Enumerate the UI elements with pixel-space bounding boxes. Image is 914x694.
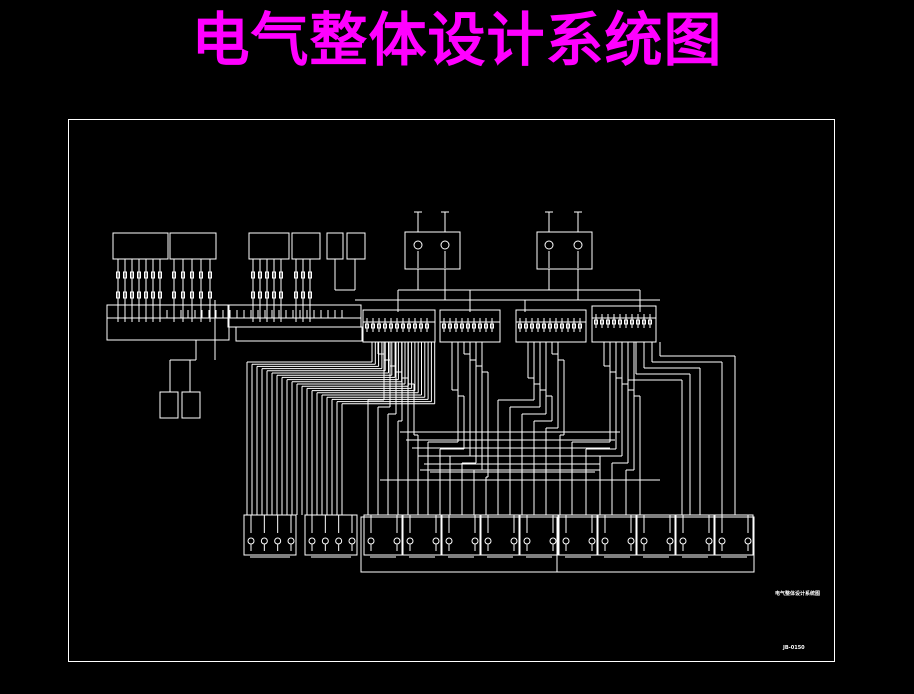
title-block-name: 电气整体设计系统图 [775, 591, 821, 597]
wiring-lines [106, 211, 755, 573]
title-block-number: JB-0150 [783, 645, 805, 651]
drawing-title: 电气整体设计系统图 [191, 6, 723, 74]
drawing-frame [68, 119, 835, 662]
